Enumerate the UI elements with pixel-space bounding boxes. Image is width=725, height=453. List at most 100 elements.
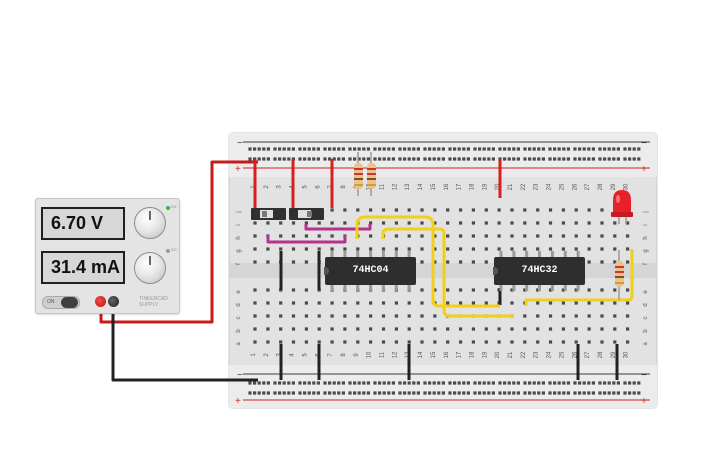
breadboard-hole[interactable] <box>266 157 270 161</box>
breadboard-hole[interactable] <box>561 208 565 212</box>
breadboard-hole[interactable] <box>433 260 437 264</box>
breadboard-hole[interactable] <box>407 147 411 151</box>
breadboard-hole[interactable] <box>587 314 591 318</box>
breadboard-hole[interactable] <box>453 147 457 151</box>
breadboard-hole[interactable] <box>433 247 437 251</box>
breadboard-hole[interactable] <box>613 247 617 251</box>
breadboard-hole[interactable] <box>312 391 316 395</box>
breadboard-hole[interactable] <box>328 147 332 151</box>
breadboard-hole[interactable] <box>343 301 347 305</box>
breadboard-hole[interactable] <box>497 247 501 251</box>
breadboard-hole[interactable] <box>582 391 586 395</box>
breadboard-hole[interactable] <box>328 391 332 395</box>
breadboard-hole[interactable] <box>403 381 407 385</box>
breadboard-hole[interactable] <box>462 391 466 395</box>
breadboard-hole[interactable] <box>282 391 286 395</box>
breadboard-hole[interactable] <box>304 340 308 344</box>
breadboard-hole[interactable] <box>332 381 336 385</box>
breadboard-hole[interactable] <box>453 391 457 395</box>
breadboard-hole[interactable] <box>287 147 291 151</box>
breadboard-hole[interactable] <box>510 301 514 305</box>
breadboard-hole[interactable] <box>257 381 261 385</box>
breadboard-hole[interactable] <box>423 147 427 151</box>
breadboard-hole[interactable] <box>307 157 311 161</box>
breadboard-hole[interactable] <box>387 147 391 151</box>
breadboard-hole[interactable] <box>487 381 491 385</box>
breadboard-hole[interactable] <box>548 301 553 305</box>
breadboard-hole[interactable] <box>278 391 282 395</box>
breadboard-hole[interactable] <box>291 221 296 225</box>
breadboard-hole[interactable] <box>598 381 602 385</box>
breadboard-hole[interactable] <box>628 157 632 161</box>
breadboard-hole[interactable] <box>523 147 527 151</box>
breadboard-hole[interactable] <box>441 381 445 385</box>
breadboard-hole[interactable] <box>257 391 261 395</box>
breadboard-hole[interactable] <box>387 391 391 395</box>
breadboard-hole[interactable] <box>312 147 316 151</box>
breadboard-hole[interactable] <box>369 314 373 318</box>
breadboard-hole[interactable] <box>591 157 595 161</box>
breadboard-hole[interactable] <box>343 221 347 225</box>
breadboard-hole[interactable] <box>574 327 578 331</box>
breadboard-hole[interactable] <box>478 381 482 385</box>
led-red[interactable] <box>611 190 633 224</box>
breadboard-hole[interactable] <box>369 247 373 251</box>
breadboard-hole[interactable] <box>343 340 347 344</box>
breadboard-hole[interactable] <box>528 157 532 161</box>
breadboard-hole[interactable] <box>378 157 382 161</box>
breadboard-hole[interactable] <box>612 381 616 385</box>
breadboard-hole[interactable] <box>341 391 345 395</box>
breadboard-hole[interactable] <box>578 391 582 395</box>
breadboard-hole[interactable] <box>253 381 257 385</box>
breadboard-hole[interactable] <box>253 260 257 264</box>
breadboard-hole[interactable] <box>471 234 475 238</box>
breadboard-hole[interactable] <box>626 247 630 251</box>
breadboard-hole[interactable] <box>428 147 432 151</box>
breadboard-hole[interactable] <box>523 314 527 318</box>
breadboard-hole[interactable] <box>484 234 488 238</box>
breadboard-hole[interactable] <box>482 391 486 395</box>
breadboard-hole[interactable] <box>266 260 270 264</box>
breadboard-hole[interactable] <box>343 314 347 318</box>
breadboard-hole[interactable] <box>398 147 402 151</box>
breadboard-hole[interactable] <box>503 391 507 395</box>
breadboard-hole[interactable] <box>420 288 424 292</box>
breadboard-hole[interactable] <box>356 340 360 344</box>
breadboard-hole[interactable] <box>330 327 334 331</box>
breadboard-hole[interactable] <box>407 314 411 318</box>
breadboard-hole[interactable] <box>366 147 370 151</box>
breadboard-hole[interactable] <box>291 314 296 318</box>
breadboard-hole[interactable] <box>626 327 630 331</box>
breadboard-hole[interactable] <box>510 208 514 212</box>
breadboard-hole[interactable] <box>607 381 611 385</box>
breadboard-hole[interactable] <box>616 381 620 385</box>
breadboard-hole[interactable] <box>607 157 611 161</box>
breadboard-hole[interactable] <box>394 314 398 318</box>
breadboard-hole[interactable] <box>453 381 457 385</box>
breadboard-hole[interactable] <box>553 147 557 151</box>
breadboard-hole[interactable] <box>420 234 424 238</box>
breadboard-hole[interactable] <box>303 157 307 161</box>
breadboard-hole[interactable] <box>459 340 463 344</box>
breadboard-hole[interactable] <box>512 147 516 151</box>
breadboard-hole[interactable] <box>484 208 488 212</box>
breadboard-hole[interactable] <box>337 147 341 151</box>
breadboard-hole[interactable] <box>357 157 361 161</box>
breadboard-hole[interactable] <box>433 314 437 318</box>
breadboard-hole[interactable] <box>416 381 420 385</box>
breadboard-hole[interactable] <box>423 391 427 395</box>
breadboard-hole[interactable] <box>432 381 436 385</box>
breadboard-hole[interactable] <box>498 381 502 385</box>
breadboard-hole[interactable] <box>353 391 357 395</box>
breadboard-hole[interactable] <box>591 381 595 385</box>
breadboard-hole[interactable] <box>448 157 452 161</box>
breadboard-hole[interactable] <box>298 147 302 151</box>
breadboard-hole[interactable] <box>279 327 283 331</box>
breadboard-hole[interactable] <box>603 147 607 151</box>
breadboard-hole[interactable] <box>528 381 532 385</box>
breadboard-hole[interactable] <box>600 260 604 264</box>
breadboard-hole[interactable] <box>253 221 257 225</box>
breadboard-hole[interactable] <box>353 381 357 385</box>
yellow-wire-2[interactable] <box>381 227 514 318</box>
breadboard-hole[interactable] <box>613 234 617 238</box>
